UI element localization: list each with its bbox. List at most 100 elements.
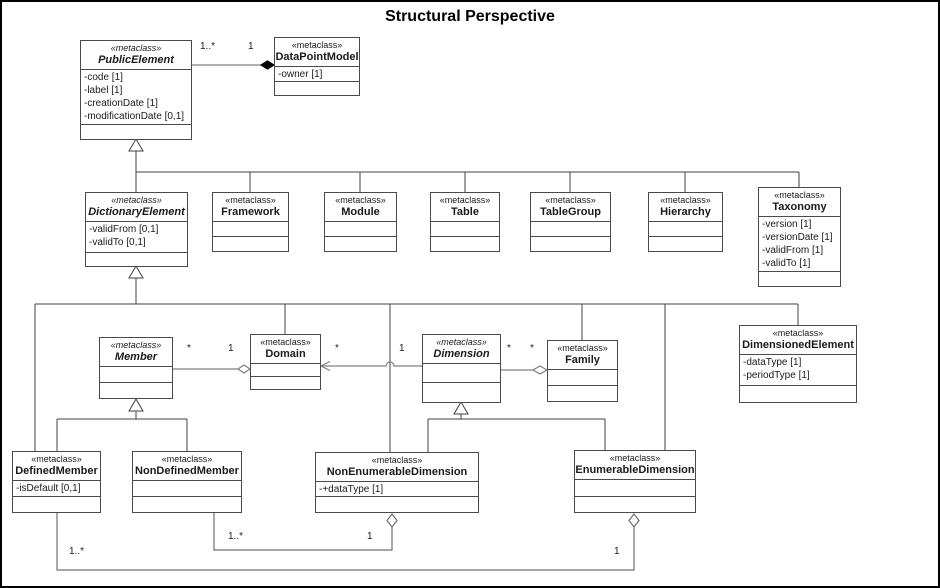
stereotype-label: «metaclass» xyxy=(436,337,487,347)
attributes-compartment: -owner [1] xyxy=(275,66,359,81)
attribute: -versionDate [1] xyxy=(762,232,833,243)
class-header: «metaclass» DictionaryElement xyxy=(86,193,187,221)
multiplicity-label: 1 xyxy=(399,343,405,354)
class-name: Table xyxy=(451,206,479,218)
attribute: -code [1] xyxy=(84,72,123,83)
stereotype-label: «metaclass» xyxy=(260,337,311,347)
stereotype-label: «metaclass» xyxy=(110,43,162,53)
class-name: Module xyxy=(341,206,380,218)
class-taxonomy: «metaclass» Taxonomy -version [1] -versi… xyxy=(758,187,841,287)
class-module: «metaclass» Module xyxy=(324,192,397,252)
multiplicity-label: * xyxy=(507,343,511,354)
operations-compartment xyxy=(133,496,241,512)
class-header: «metaclass» Domain xyxy=(251,335,320,363)
class-name: PublicElement xyxy=(98,54,174,66)
operations-compartment xyxy=(649,236,722,251)
stereotype-label: «metaclass» xyxy=(335,195,386,205)
generalization-triangle-icon xyxy=(453,401,469,415)
attributes-compartment xyxy=(531,221,610,236)
class-header: «metaclass» DefinedMember xyxy=(13,452,100,480)
multiplicity-label: 1..* xyxy=(69,546,85,557)
operations-compartment xyxy=(81,124,191,139)
stereotype-label: «metaclass» xyxy=(774,190,825,200)
stereotype-label: «metaclass» xyxy=(609,453,661,463)
class-name: Domain xyxy=(265,348,306,360)
stereotype-label: «metaclass» xyxy=(291,40,343,50)
attributes-compartment xyxy=(431,221,499,236)
class-nonenumerabledimension: «metaclass» NonEnumerableDimension -+dat… xyxy=(315,452,479,513)
diagram-title: Structural Perspective xyxy=(385,8,555,25)
class-family: «metaclass» Family xyxy=(547,340,618,402)
class-dimensionedelement: «metaclass» DimensionedElement -dataType… xyxy=(739,325,857,403)
attributes-compartment: -isDefault [0,1] xyxy=(13,480,100,496)
association-definedmember-enumerabledimension xyxy=(56,513,640,571)
operations-compartment xyxy=(575,496,695,512)
class-name: DefinedMember xyxy=(15,465,98,477)
stereotype-label: «metaclass» xyxy=(371,455,423,465)
attributes-compartment: -+dataType [1] xyxy=(316,481,478,496)
class-framework: «metaclass» Framework xyxy=(212,192,289,252)
class-name: Member xyxy=(114,351,158,363)
class-dictionaryelement: «metaclass» DictionaryElement -validFrom… xyxy=(85,192,188,267)
class-name: DimensionedElement xyxy=(742,339,854,351)
class-header: «metaclass» Taxonomy xyxy=(759,188,840,216)
class-header: «metaclass» Module xyxy=(325,193,396,221)
attribute: -validTo [0,1] xyxy=(89,237,146,248)
stereotype-label: «metaclass» xyxy=(660,195,711,205)
class-tablegroup: «metaclass» TableGroup xyxy=(530,192,611,252)
operations-compartment xyxy=(251,376,320,389)
generalization-dictionaryelement xyxy=(34,265,799,452)
association-publicelement-datapointmodel xyxy=(192,60,276,70)
class-header: «metaclass» Hierarchy xyxy=(649,193,722,221)
generalization-member xyxy=(56,398,188,451)
class-name: Framework xyxy=(221,206,280,218)
operations-compartment xyxy=(316,496,478,512)
attribute: -isDefault [0,1] xyxy=(16,483,81,494)
aggregation-diamond-icon xyxy=(628,513,640,528)
class-name: NonDefinedMember xyxy=(135,465,239,477)
multiplicity-label: 1 xyxy=(228,343,234,354)
attribute: -+dataType [1] xyxy=(319,484,384,495)
class-publicelement: «metaclass» PublicElement -code [1] -lab… xyxy=(80,40,192,140)
operations-compartment xyxy=(86,252,187,266)
class-header: «metaclass» DimensionedElement xyxy=(740,326,856,354)
class-table: «metaclass» Table xyxy=(430,192,500,252)
class-header: «metaclass» Dimension xyxy=(423,335,500,363)
association-dimension-family xyxy=(501,365,549,375)
class-dimension: «metaclass» Dimension xyxy=(422,334,501,403)
multiplicity-label: * xyxy=(335,343,339,354)
class-header: «metaclass» Family xyxy=(548,341,617,369)
operations-compartment xyxy=(100,382,172,398)
multiplicity-label: 1..* xyxy=(228,531,244,542)
attribute: -validFrom [1] xyxy=(762,245,824,256)
attribute: -periodType [1] xyxy=(743,370,810,381)
class-name: Family xyxy=(565,354,600,366)
attribute: -dataType [1] xyxy=(743,357,802,368)
class-header: «metaclass» NonDefinedMember xyxy=(133,452,241,480)
operations-compartment xyxy=(548,385,617,401)
multiplicity-label: 1 xyxy=(614,546,620,557)
class-header: «metaclass» EnumerableDimension xyxy=(575,451,695,479)
generalization-triangle-icon xyxy=(128,138,144,152)
operations-compartment xyxy=(13,496,100,512)
class-header: «metaclass» Member xyxy=(100,338,172,366)
generalization-triangle-icon xyxy=(128,398,144,412)
attributes-compartment xyxy=(213,221,288,236)
aggregation-diamond-icon xyxy=(386,513,398,528)
class-member: «metaclass» Member xyxy=(99,337,173,399)
navigability-arrow-icon xyxy=(319,360,331,372)
multiplicity-label: 1..* xyxy=(200,41,216,52)
attributes-compartment: -dataType [1] -periodType [1] xyxy=(740,354,856,385)
operations-compartment xyxy=(531,236,610,251)
attributes-compartment: -version [1] -versionDate [1] -validFrom… xyxy=(759,216,840,271)
attribute: -modificationDate [0,1] xyxy=(84,111,185,122)
attributes-compartment: -validFrom [0,1] -validTo [0,1] xyxy=(86,221,187,252)
attributes-compartment xyxy=(325,221,396,236)
attributes-compartment xyxy=(423,363,500,382)
class-name: EnumerableDimension xyxy=(575,464,695,476)
multiplicity-label: 1 xyxy=(367,531,373,542)
class-header: «metaclass» NonEnumerableDimension xyxy=(316,453,478,481)
class-header: «metaclass» TableGroup xyxy=(531,193,610,221)
class-name: Taxonomy xyxy=(772,201,827,213)
